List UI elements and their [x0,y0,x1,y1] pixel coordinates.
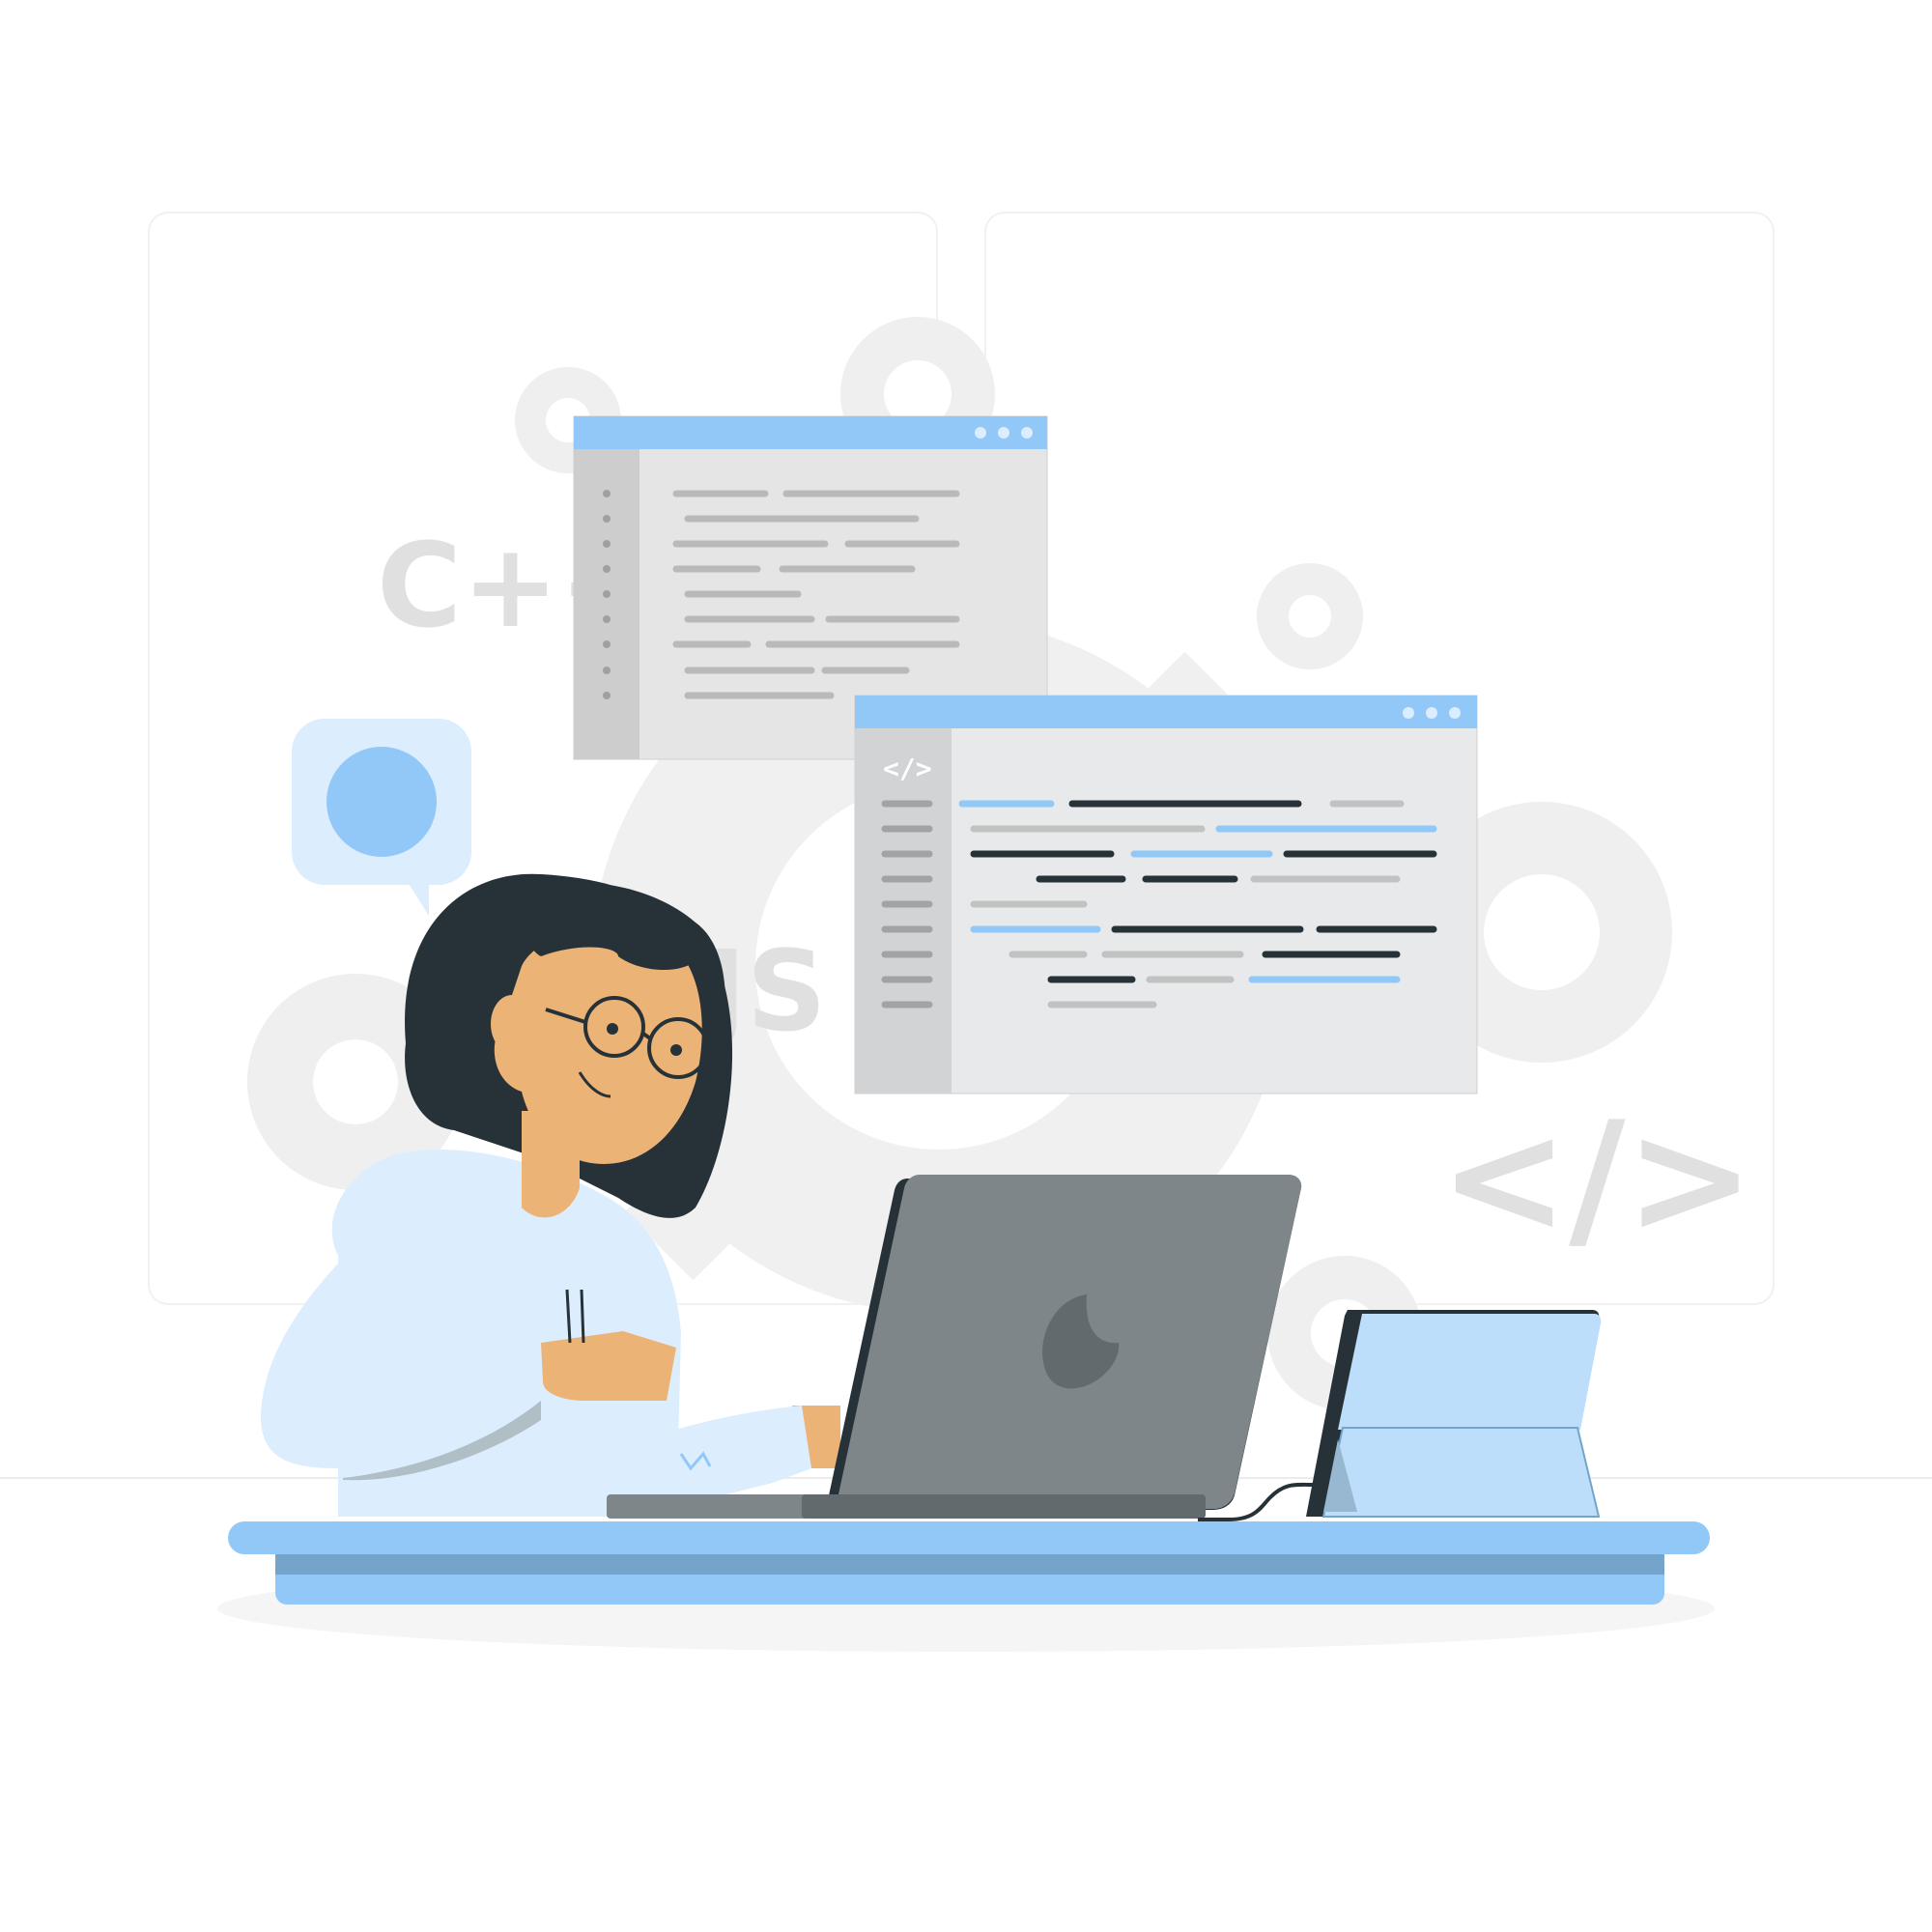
window-dot-icon [998,427,1009,439]
window-dot-icon [1449,707,1461,719]
hoodie-string [565,1289,572,1344]
hair-fringe [527,883,725,1063]
code-lines [672,490,960,699]
laptop-logo-icon [1042,1294,1120,1389]
gutter-dots [603,490,611,699]
hand-left [541,1331,676,1401]
hoodie-arm [261,1217,551,1468]
window-titlebar [574,416,1047,449]
window-dot-icon [1426,707,1437,719]
face [494,930,702,1164]
speech-bubble [292,719,471,916]
laptop [607,1175,1302,1519]
window-gutter [574,449,639,759]
cable [1198,1482,1315,1521]
window-titlebar [855,696,1477,728]
code-tag-icon: </> [1439,1088,1755,1268]
gear-icon-right-small [1257,563,1363,669]
tablet-screen [1338,1314,1602,1430]
window-gutter [855,728,952,1094]
tablet-shadow [1323,1439,1357,1512]
desk-edge [275,1550,1664,1575]
chat-avatar-icon [327,747,437,857]
code-window-front: </> [854,695,1478,1094]
desk [228,1521,1710,1605]
tablet [1306,1310,1602,1518]
hoodie-string [580,1289,585,1344]
code-lines [958,800,1437,1009]
eye [670,1044,682,1056]
tablet-stand [1321,1427,1601,1518]
code-tag-icon: </> [883,753,932,784]
eye [607,1023,618,1035]
gutter-lines [881,800,933,1009]
hoodie-sleeve [676,1406,811,1507]
arm-shadow [343,1401,541,1481]
window-dot-icon [975,427,986,439]
developer-person [261,873,840,1517]
desk-top [228,1521,1710,1554]
ear [491,995,533,1053]
window-dot-icon [1403,707,1414,719]
glasses-icon [545,996,709,1079]
window-dot-icon [1021,427,1033,439]
smile [578,1071,611,1098]
laptop-base-shadow [802,1494,1206,1519]
sleeve-detail [679,1451,712,1471]
